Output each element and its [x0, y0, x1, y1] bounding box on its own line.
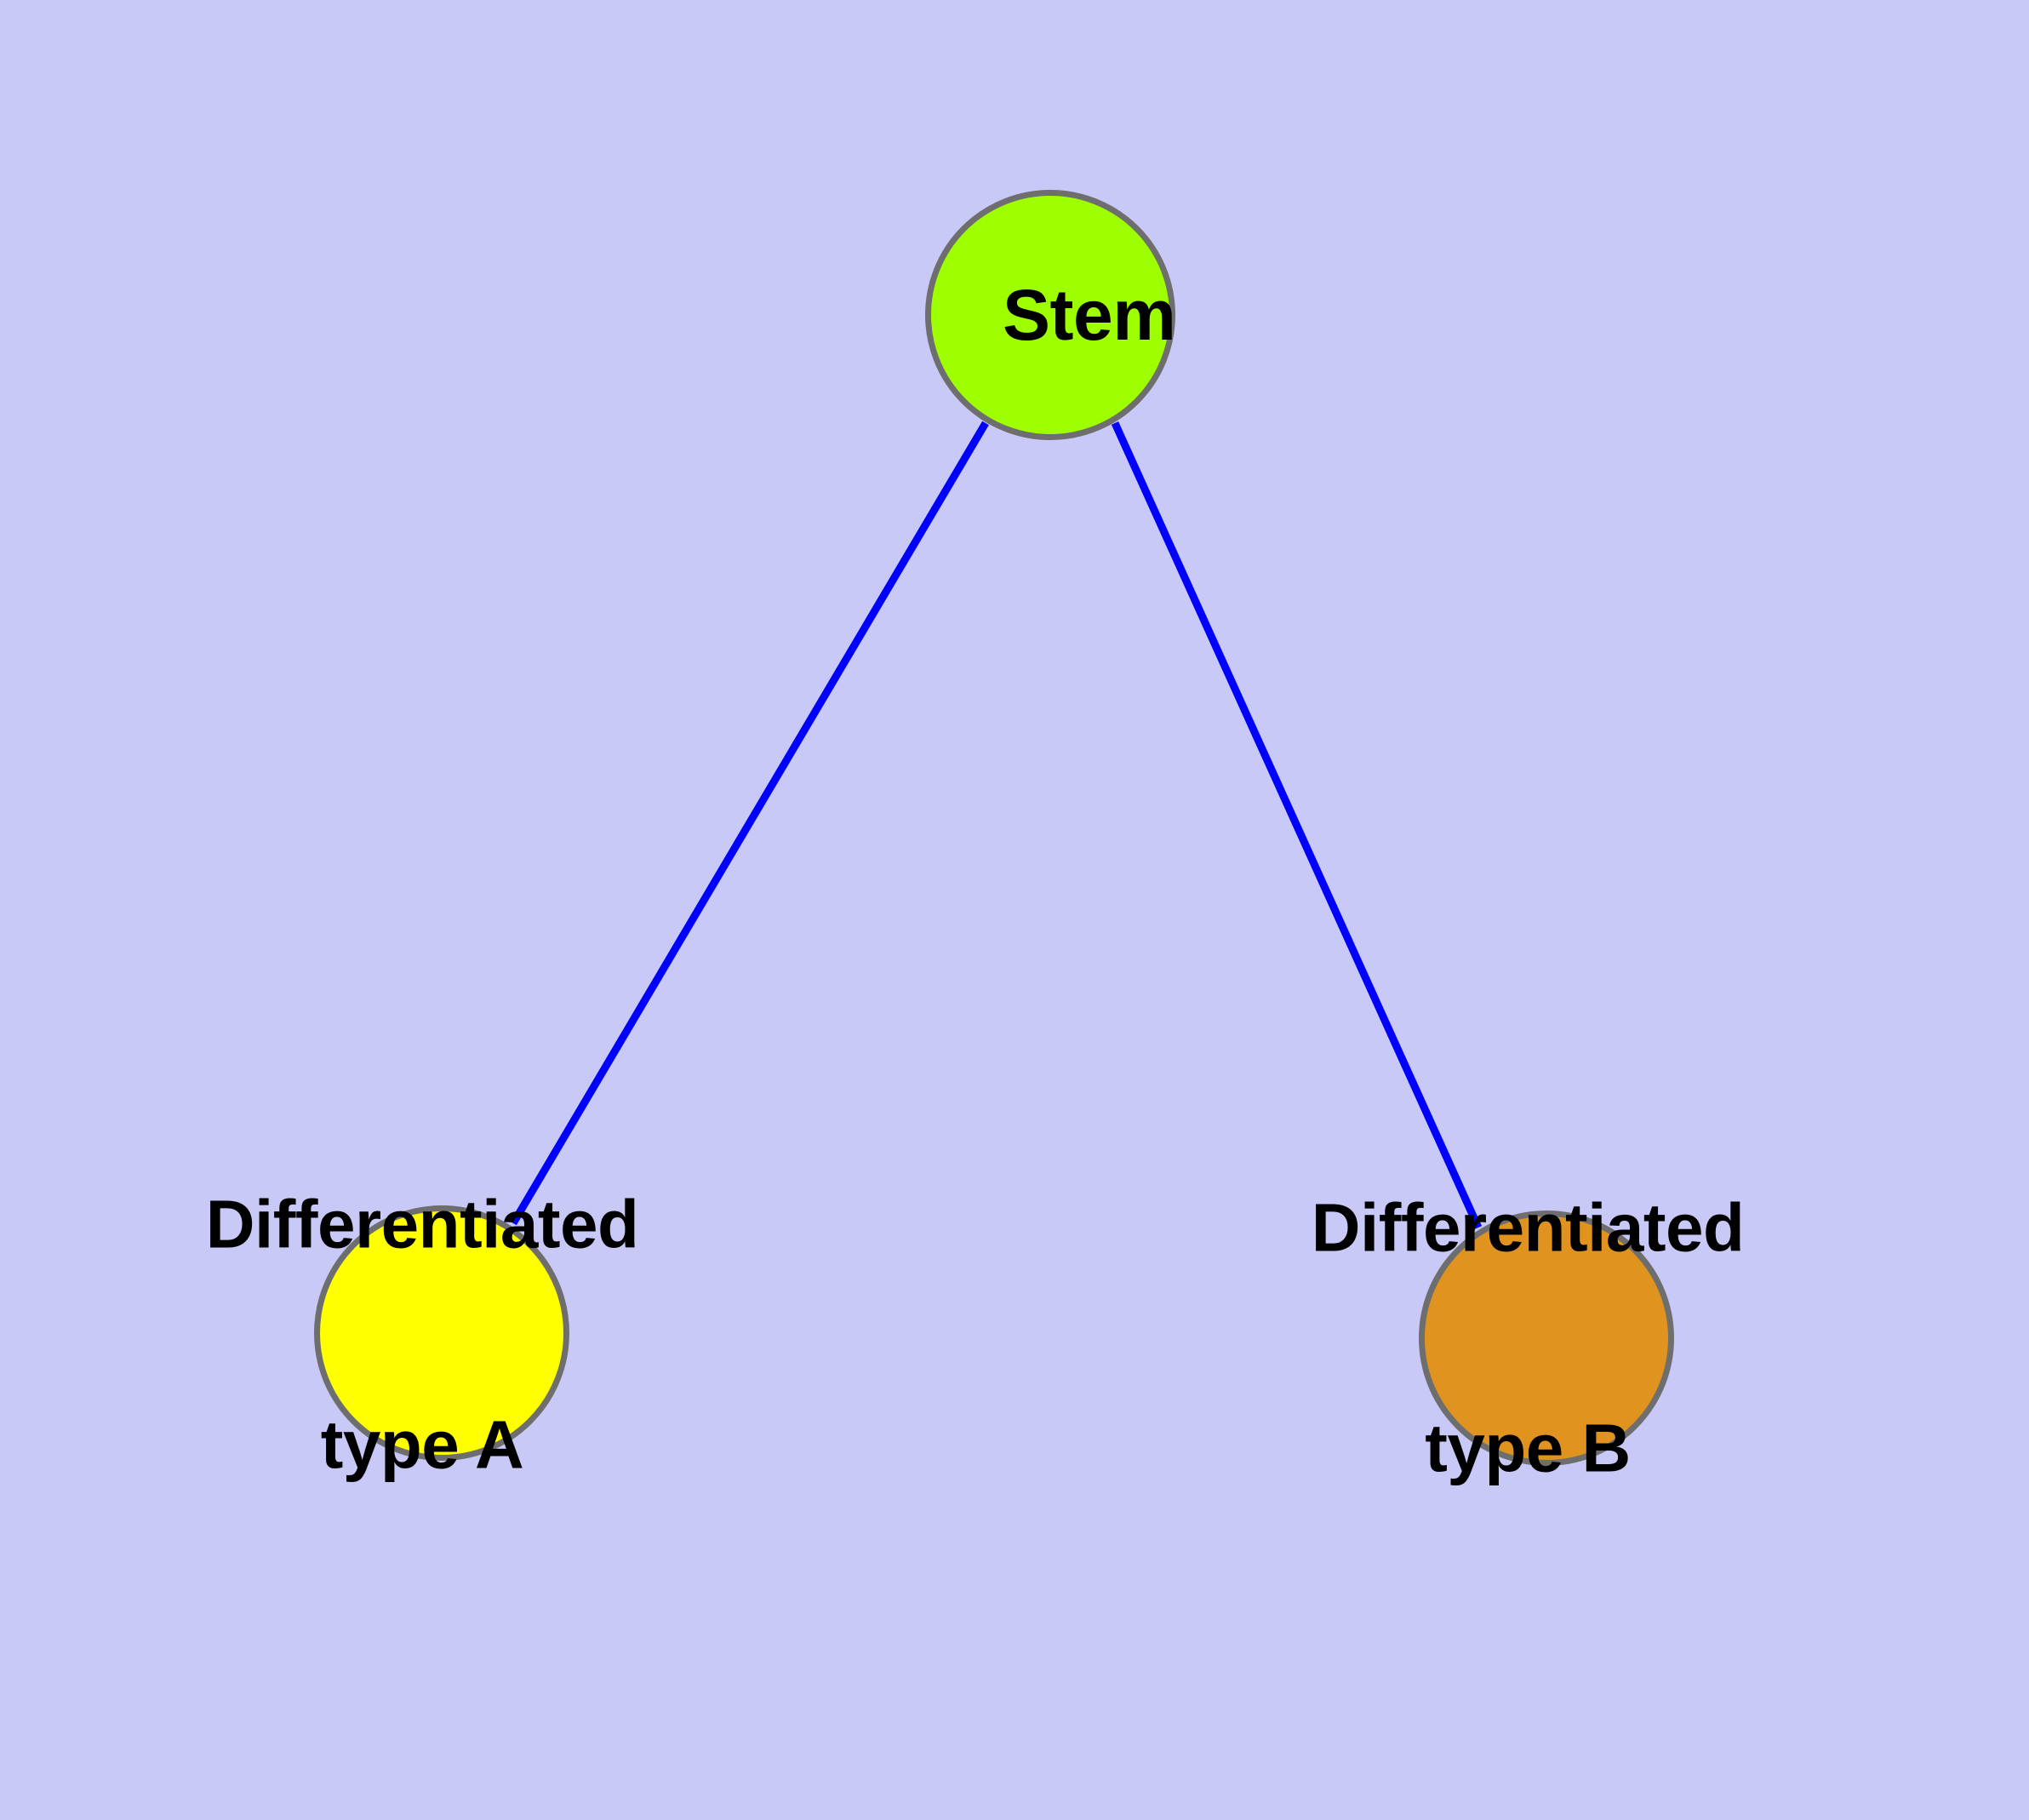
node-differentiated-type-b[interactable]: [1419, 1210, 1674, 1466]
edge-stem-to-differentiated-type-b[interactable]: [1111, 421, 1483, 1229]
node-stem[interactable]: [925, 190, 1175, 440]
node-differentiated-type-a[interactable]: [314, 1205, 569, 1461]
edge-layer: [510, 421, 1483, 1229]
node-layer: [314, 190, 1674, 1466]
edge-stem-to-differentiated-type-a[interactable]: [510, 421, 989, 1226]
